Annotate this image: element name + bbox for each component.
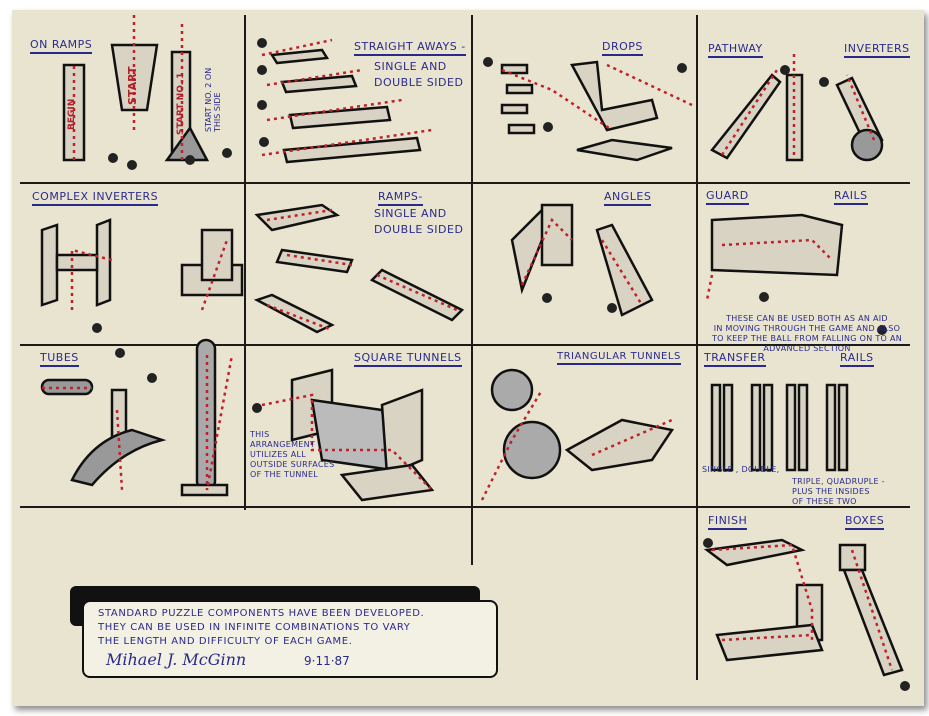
label-double-sided: DOUBLE SIDED bbox=[374, 76, 464, 89]
rails-note-1: SINGLE , DOUBLE, bbox=[702, 465, 780, 474]
date: 9·11·87 bbox=[304, 654, 350, 668]
label-ramps-single: SINGLE AND bbox=[374, 207, 447, 220]
label-angles: ANGLES bbox=[604, 190, 652, 206]
label-start-no-2: START NO. 2 ON THIS SIDE bbox=[204, 67, 222, 132]
note-line: TO KEEP THE BALL FROM FALLING ON TO AN bbox=[711, 334, 903, 343]
ball-path-lines bbox=[42, 15, 894, 671]
note-line: UTILIZES ALL bbox=[250, 450, 307, 459]
label-begin: BEGIN bbox=[67, 98, 77, 130]
label-boxes: BOXES bbox=[845, 514, 885, 530]
on-ramp-sketch bbox=[110, 43, 159, 112]
note-line: IN MOVING THROUGH THE GAME AND ALSO bbox=[713, 324, 901, 333]
label-on-ramps: ON RAMPS bbox=[30, 38, 93, 54]
label-start: START bbox=[126, 66, 139, 105]
grid-line bbox=[20, 506, 910, 508]
note-line: TRIPLE, QUADRUPLE - bbox=[792, 477, 885, 486]
guard-rails-note: THESE CAN BE USED BOTH AS AN AID IN MOVI… bbox=[702, 314, 912, 354]
note-line: THESE CAN BE USED BOTH AS AN AID bbox=[726, 314, 888, 323]
label-guard: GUARD bbox=[706, 189, 749, 205]
label-pathway: PATHWAY bbox=[708, 42, 763, 58]
label-ramps: RAMPS- bbox=[378, 190, 423, 206]
label-square-tunnels: SQUARE TUNNELS bbox=[354, 351, 462, 367]
label-transfer: TRANSFER bbox=[704, 351, 766, 367]
grid-line bbox=[20, 182, 910, 184]
rails-note-2: TRIPLE, QUADRUPLE - PLUS THE INSIDES OF … bbox=[792, 477, 885, 507]
label-complex-inverters: COMPLEX INVERTERS bbox=[32, 190, 159, 206]
note-line: ARRANGEMENT bbox=[250, 440, 316, 449]
note-line: THIS bbox=[250, 430, 270, 439]
drawing-sheet: ON RAMPS BEGIN START START NO. 1 START N… bbox=[12, 10, 924, 706]
summary-line: STANDARD PUZZLE COMPONENTS HAVE BEEN DEV… bbox=[98, 608, 425, 619]
note-line: OF THE TUNNEL bbox=[250, 470, 319, 479]
label-drops: DROPS bbox=[602, 40, 643, 56]
label-triangular-tunnels: TRIANGULAR TUNNELS bbox=[557, 351, 681, 365]
grid-line bbox=[696, 15, 698, 680]
label-finish: FINISH bbox=[708, 514, 748, 530]
grid-line bbox=[20, 344, 910, 346]
label-transfer-rails: RAILS bbox=[840, 351, 874, 367]
grid-line bbox=[471, 15, 473, 565]
label-inverters: INVERTERS bbox=[844, 42, 910, 58]
label-ramps-double: DOUBLE SIDED bbox=[374, 223, 464, 236]
square-tunnels-note: THIS ARRANGEMENT UTILIZES ALL OUTSIDE SU… bbox=[250, 430, 334, 480]
note-line: PLUS THE INSIDES bbox=[792, 487, 870, 496]
label-rails: RAILS bbox=[834, 189, 868, 205]
label-tubes: TUBES bbox=[40, 351, 79, 367]
note-line: ADVANCED SECTION bbox=[763, 344, 851, 353]
signature: Mihael J. McGinn bbox=[106, 650, 247, 669]
note-line: OUTSIDE SURFACES bbox=[250, 460, 335, 469]
summary-line: THE LENGTH AND DIFFICULTY OF EACH GAME. bbox=[98, 636, 353, 647]
component-sketches bbox=[40, 15, 910, 691]
summary-box: STANDARD PUZZLE COMPONENTS HAVE BEEN DEV… bbox=[82, 600, 498, 678]
grid-line bbox=[244, 15, 246, 510]
label-straight-aways: STRAIGHT AWAYS - bbox=[354, 40, 466, 56]
ball-icons bbox=[92, 38, 910, 691]
label-single-and: SINGLE AND bbox=[374, 60, 447, 73]
note-line: OF THESE TWO bbox=[792, 497, 857, 506]
summary-line: THEY CAN BE USED IN INFINITE COMBINATION… bbox=[98, 622, 411, 633]
label-start-no-1: START NO. 1 bbox=[176, 72, 186, 136]
